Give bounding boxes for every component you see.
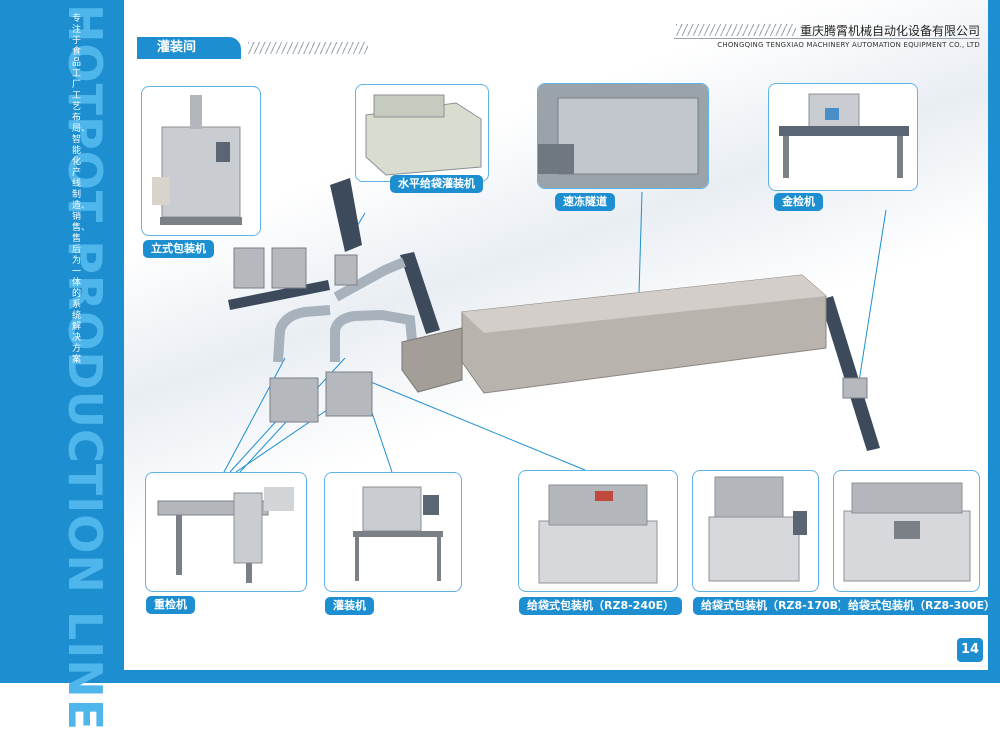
card-bag-packer-240: [518, 470, 678, 592]
header-chevrons: [676, 24, 796, 36]
vertical-packer-image: [152, 95, 242, 225]
label-vertical-packer: 立式包装机: [143, 240, 214, 258]
checkweigher-image: [157, 487, 294, 583]
label-bag-packer-240: 给袋式包装机（RZ8-240E）: [519, 597, 683, 615]
frame-right: [988, 0, 1000, 683]
card-filling-machine: [324, 472, 462, 592]
card-quick-freeze: [537, 83, 709, 189]
frame-bottom: [124, 670, 1000, 683]
quick-freeze-image: [538, 84, 708, 188]
bag-packer-170-image: [708, 476, 807, 582]
bag-packer-300-image: [843, 482, 971, 582]
card-bag-packer-170: [692, 470, 819, 592]
label-quick-freeze: 速冻隧道: [555, 193, 615, 211]
label-horizontal-filler: 水平给袋灌装机: [390, 175, 483, 193]
card-checkweigher: [145, 472, 307, 592]
label-bag-packer-300: 给袋式包装机（RZ8-300E）: [840, 597, 1000, 615]
metal-detector-image: [779, 93, 909, 178]
filling-machine-image: [353, 486, 443, 581]
company-name-cn: 重庆腾霄机械自动化设备有限公司: [799, 24, 980, 38]
page-number: 14: [957, 638, 983, 662]
horizontal-filler-image: [365, 94, 482, 176]
header-rule: [674, 38, 980, 39]
bag-packer-240-image: [538, 484, 658, 584]
overhead-track: [273, 257, 417, 363]
label-metal-detector: 金检机: [774, 193, 823, 211]
label-filling-machine: 灌装机: [325, 597, 374, 615]
card-horizontal-filler: [355, 84, 489, 182]
freeze-tunnel-drawing: [401, 274, 827, 394]
equipment-blocks: [233, 247, 868, 423]
section-chevrons: [248, 42, 368, 54]
label-checkweigher: 重检机: [146, 596, 195, 614]
card-vertical-packer: [141, 86, 261, 236]
company-name-en: CHONGQING TENGXIAO MACHINERY AUTOMATION …: [717, 41, 980, 49]
section-title: 灌装间: [137, 37, 241, 59]
sidebar-tagline: 专注于食品工厂工艺布局、智能化产线制造、销售、售后为一体的系统解决方案: [72, 14, 91, 365]
production-line-layout: [223, 178, 887, 473]
card-metal-detector: [768, 83, 918, 191]
card-bag-packer-300: [833, 470, 980, 592]
conveyors: [228, 178, 880, 451]
sidebar: HOTPOT PRODUCTION LINE 专注于食品工厂工艺布局、智能化产线…: [0, 0, 124, 731]
label-bag-packer-170: 给袋式包装机（RZ8-170B）: [693, 597, 858, 615]
